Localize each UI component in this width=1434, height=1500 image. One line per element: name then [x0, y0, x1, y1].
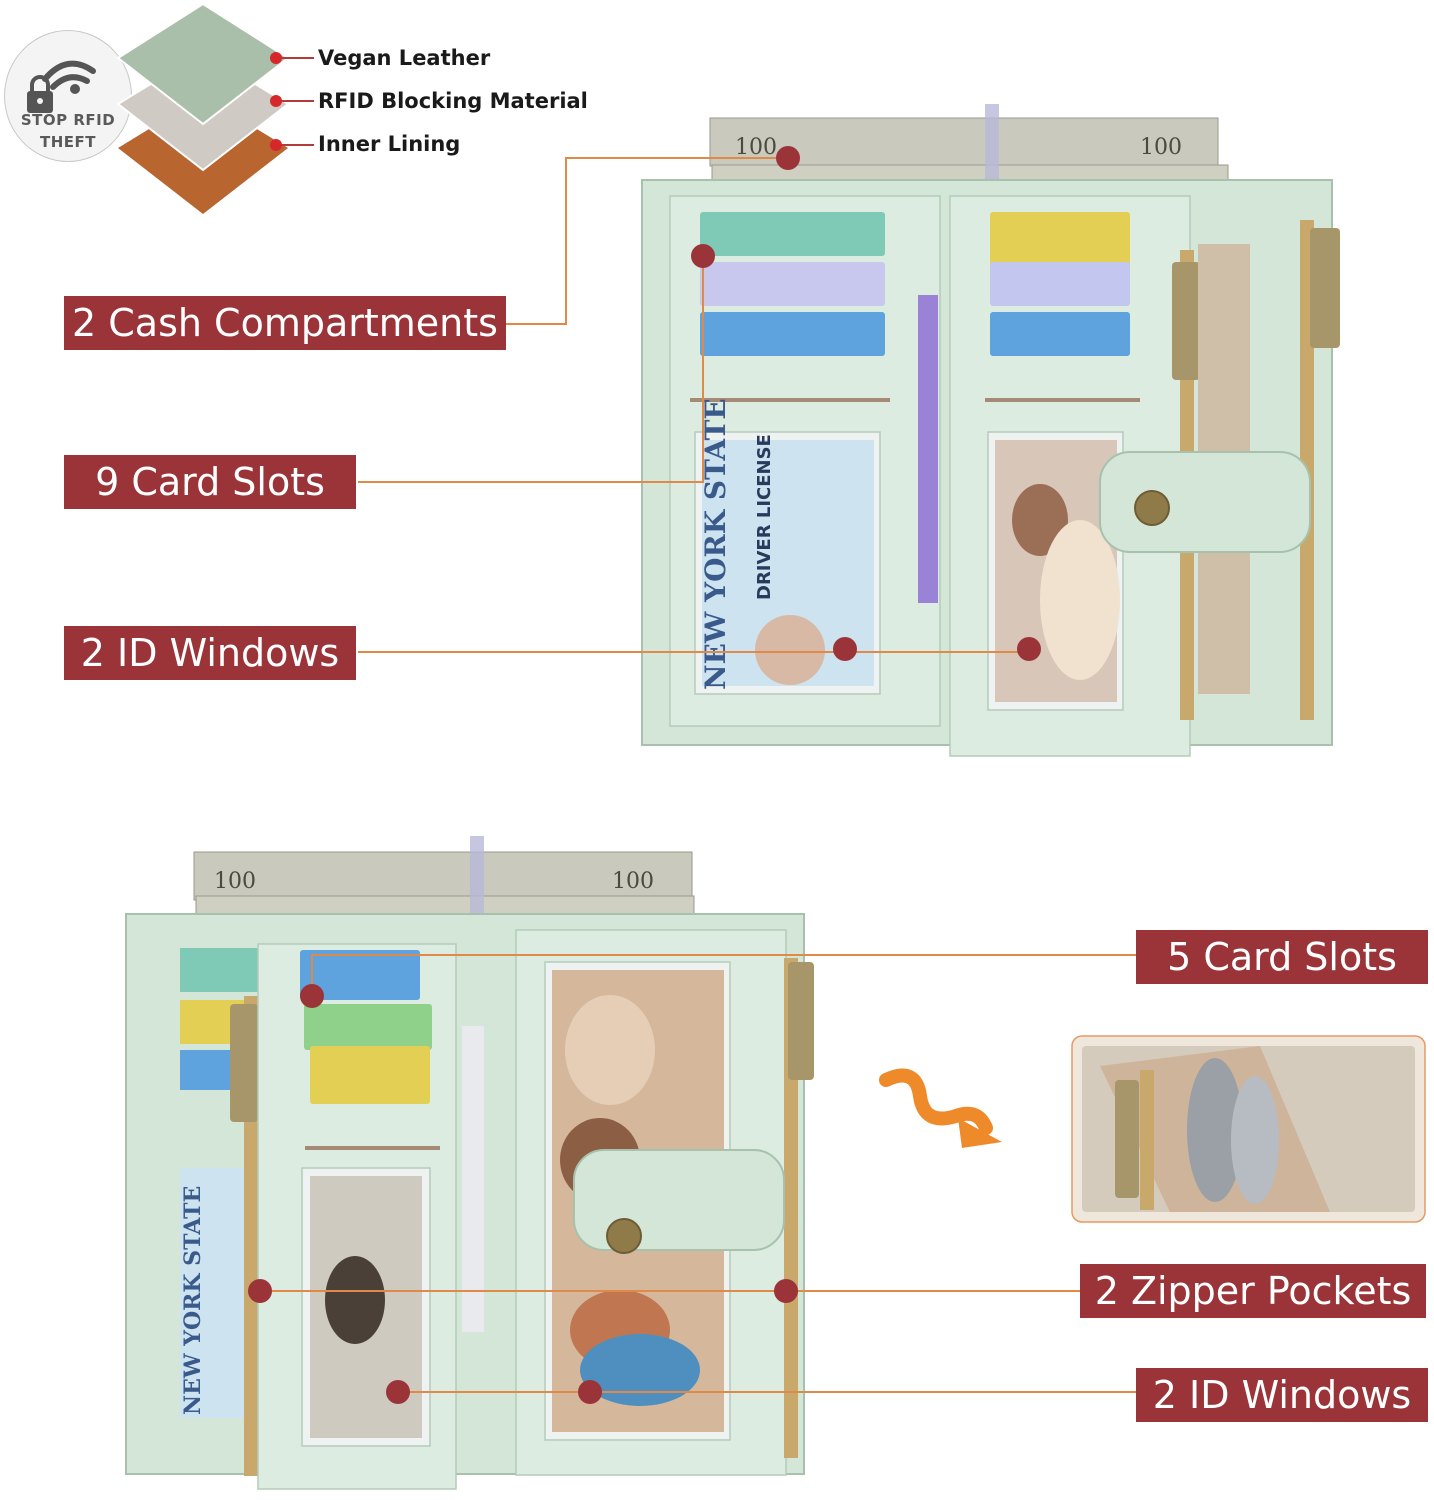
svg-text:100: 100 — [612, 869, 654, 894]
svg-text:100: 100 — [214, 869, 256, 894]
vegan-leather-label: Vegan Leather — [318, 46, 491, 70]
leader-dot — [386, 1380, 410, 1404]
inner-lining-label: Inner Lining — [318, 132, 461, 156]
rfid-badge-line1: STOP RFID — [20, 111, 116, 129]
leader-dot — [300, 984, 324, 1008]
coin-pocket-inset — [1071, 1035, 1426, 1223]
leader-dot — [833, 637, 857, 661]
leader-dot — [1017, 637, 1041, 661]
leader-dot — [578, 1380, 602, 1404]
arrow-icon — [879, 1068, 1002, 1148]
leader-dot — [270, 139, 282, 151]
leader-dot — [774, 1279, 798, 1303]
top-wallet-illustration: 100 100 100 100 NEW YORK STATE DRIVER LI… — [641, 104, 1340, 757]
svg-text:100: 100 — [735, 135, 777, 160]
rfid-badge: STOP RFID THEFT — [4, 30, 132, 162]
top-id-windows-label: 2 ID Windows — [64, 626, 356, 680]
svg-text:NEW YORK STATE: NEW YORK STATE — [699, 398, 732, 690]
leader-dot — [691, 244, 715, 268]
cash-compartments-label: 2 Cash Compartments — [64, 296, 506, 350]
rfid-badge-line2: THEFT — [39, 133, 96, 151]
lock-wifi-icon — [27, 60, 96, 113]
svg-text:DRIVER LICENSE: DRIVER LICENSE — [754, 434, 775, 600]
bottom-wallet-illustration: 100 100 100 100 NEW YORK STATE — [125, 836, 814, 1490]
leader-dot — [248, 1279, 272, 1303]
svg-text:100: 100 — [1140, 135, 1182, 160]
svg-text:NEW YORK STATE: NEW YORK STATE — [180, 1186, 206, 1415]
zipper-pockets-label: 2 Zipper Pockets — [1080, 1264, 1426, 1318]
top-card-slots-label: 9 Card Slots — [64, 455, 356, 509]
bottom-id-windows-label: 2 ID Windows — [1136, 1368, 1428, 1422]
rfid-blocking-material-label: RFID Blocking Material — [318, 89, 588, 113]
bottom-card-slots-label: 5 Card Slots — [1136, 930, 1428, 984]
leader-dot — [776, 146, 800, 170]
leader-dot — [270, 52, 282, 64]
leader-dot — [270, 95, 282, 107]
